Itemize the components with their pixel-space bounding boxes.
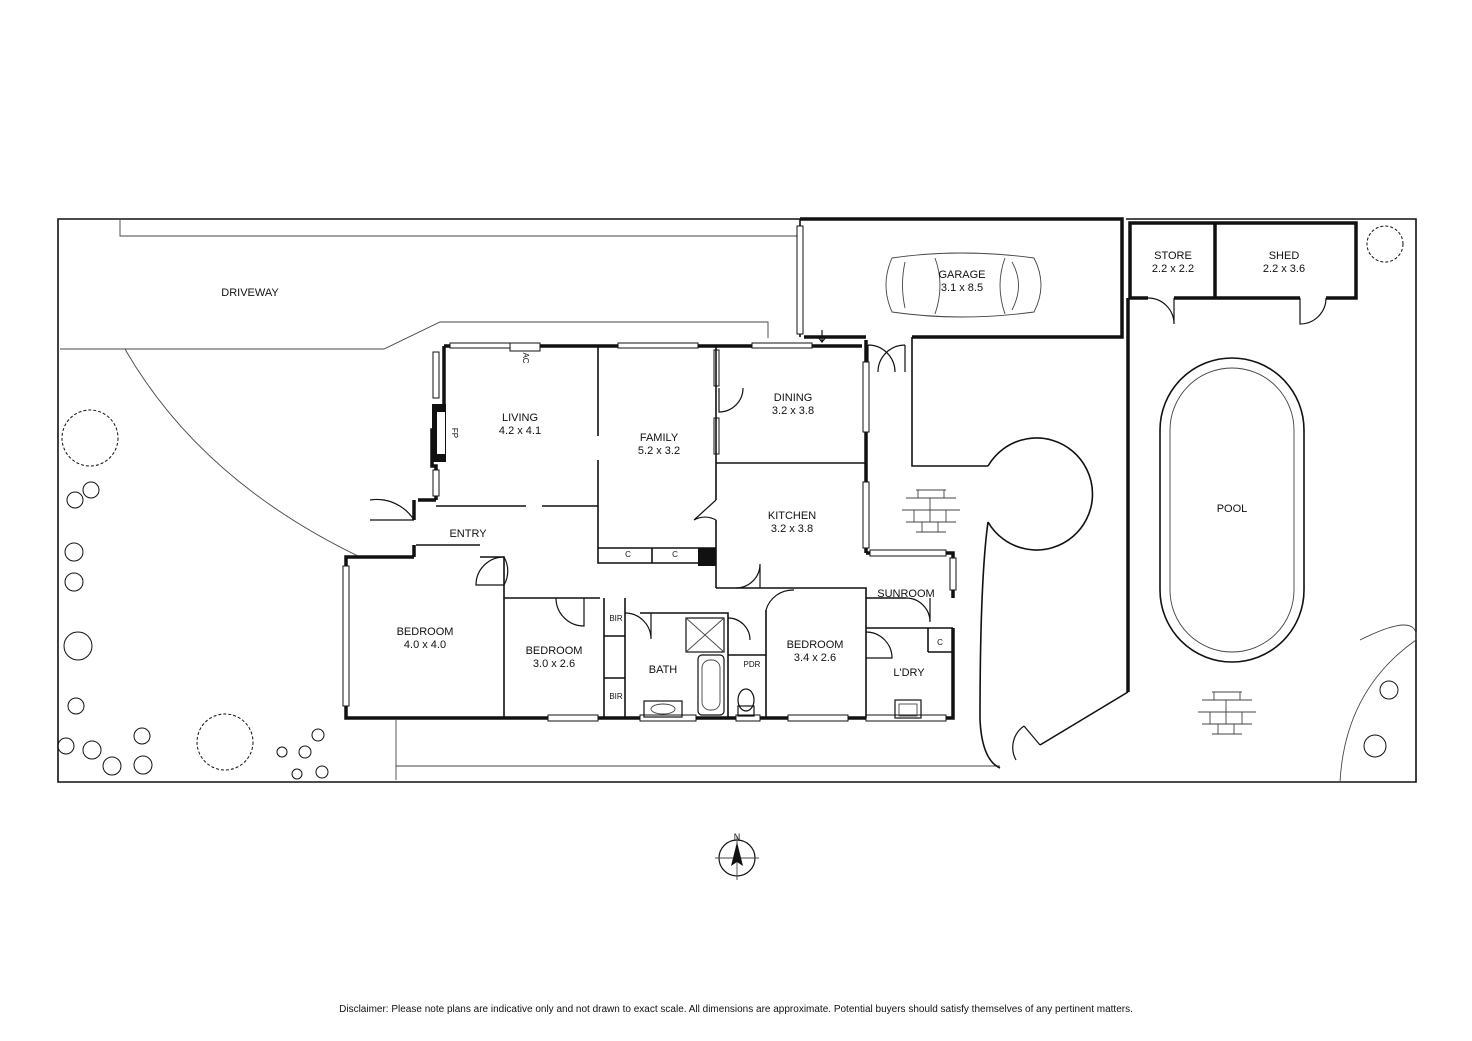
bir-label-2: BIR [609,692,623,701]
bedroom-1-label: BEDROOM [397,626,454,638]
cupboard-label-2: C [672,550,678,559]
interior-walls [416,346,953,718]
garage-label: GARAGE [938,269,985,281]
entry-label: ENTRY [449,528,487,540]
driveway-edges [60,219,1000,780]
garden-bed-edge [1359,624,1417,641]
pool-label: POOL [1217,503,1248,515]
sunroom-label: SUNROOM [877,588,934,600]
tree-icon [61,225,1404,771]
bath-fixtures [643,617,922,719]
kitchen-label: KITCHEN [768,510,816,522]
cupboard-label-1: C [625,550,631,559]
driveway-label: DRIVEWAY [221,287,279,299]
garden-bed-edge [1339,639,1417,783]
family-dims: 5.2 x 3.2 [638,445,680,457]
store-label: STORE [1154,250,1192,262]
laundry-label: L'DRY [893,667,925,679]
store-shed [1126,221,1358,692]
compass-north-label: N [734,832,741,842]
site-boundary [57,218,1417,783]
shed-label: SHED [1269,250,1300,262]
bedroom-1-dims: 4.0 x 4.0 [404,639,446,651]
shrub-icon [57,481,1399,780]
brick-paving-icon [1198,691,1256,735]
door-swings [369,387,931,659]
car-icon [885,252,1042,318]
courtyard [911,337,1129,769]
bedroom-2-label: BEDROOM [526,645,583,657]
garage-dims: 3.1 x 8.5 [941,282,983,294]
garage [796,217,1124,373]
living-dims: 4.2 x 4.1 [499,425,541,437]
family-label: FAMILY [640,432,679,444]
pool [1159,357,1305,663]
bath-label: BATH [649,664,678,676]
living-label: LIVING [502,412,538,424]
ac-label: AC [521,352,530,363]
fp-label: FP [450,428,459,438]
bedroom-3-label: BEDROOM [787,639,844,651]
dining-dims: 3.2 x 3.8 [772,405,814,417]
bedroom-2-dims: 3.0 x 2.6 [533,658,575,670]
shed-dims: 2.2 x 3.6 [1263,263,1305,275]
pdr-label: PDR [744,660,761,669]
brick-paving-icon [902,489,960,533]
compass-icon: N [715,832,759,880]
dining-label: DINING [774,392,813,404]
disclaimer: Disclaimer: Please note plans are indica… [339,1004,1133,1015]
bir-label-1: BIR [609,614,623,623]
kitchen-dims: 3.2 x 3.8 [771,523,813,535]
bedroom-3-dims: 3.4 x 2.6 [794,652,836,664]
store-dims: 2.2 x 2.2 [1152,263,1194,275]
cupboard-label-3: C [937,638,943,647]
